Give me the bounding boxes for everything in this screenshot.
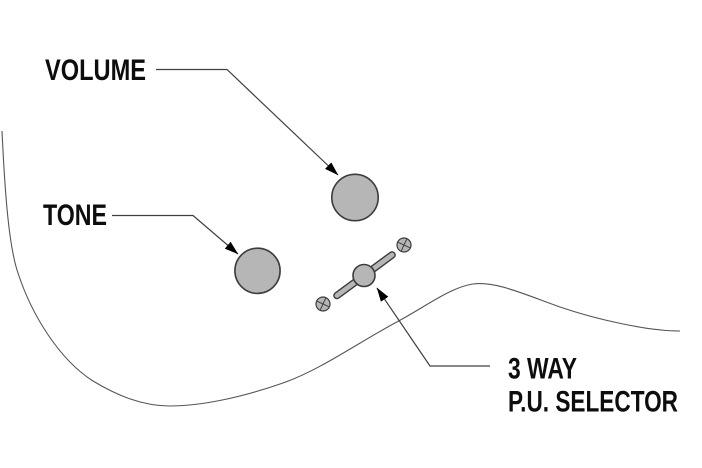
volume-knob	[330, 173, 379, 222]
selector-label-line2: P.U. SELECTOR	[508, 386, 678, 419]
tone-knob	[234, 247, 281, 295]
selector-screw-top-icon	[396, 237, 412, 253]
selector-label-line1: 3 WAY	[508, 353, 577, 386]
volume-label: VOLUME	[45, 54, 146, 87]
tone-label: TONE	[43, 199, 107, 232]
volume-leader-line	[156, 68, 339, 176]
selector-switch-knob	[352, 263, 376, 288]
selector-screw-bottom-icon	[315, 296, 331, 312]
guitar-body-outline	[1, 130, 681, 407]
tone-leader-line	[112, 214, 239, 255]
selector-leader-line	[376, 287, 490, 367]
